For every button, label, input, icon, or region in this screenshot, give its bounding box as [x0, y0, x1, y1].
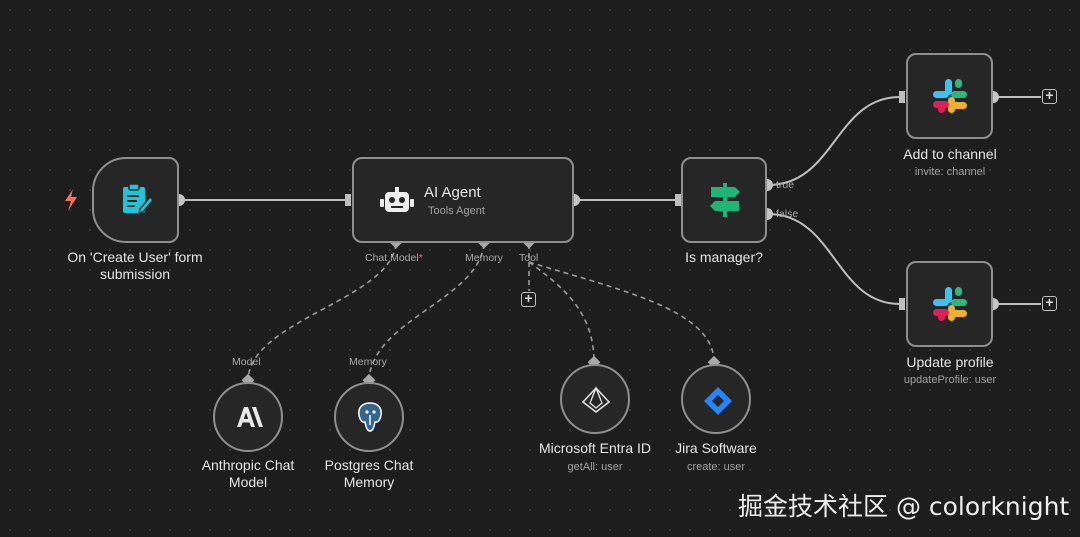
- connection-tool-entra[interactable]: [528, 261, 595, 363]
- jira-node-subtitle: create: user: [686, 461, 746, 473]
- slack-update-title: Update profile: [906, 354, 994, 370]
- false-branch-label: false: [776, 208, 799, 220]
- connection-model[interactable]: [247, 243, 397, 381]
- anthropic-port-label: Model: [232, 356, 261, 368]
- jira-software-node[interactable]: [681, 364, 751, 434]
- postgres-port-label: Memory: [349, 356, 387, 368]
- signpost-icon: [710, 183, 740, 217]
- robot-icon: [380, 187, 414, 212]
- entra-node-title: Microsoft Entra ID: [538, 440, 652, 456]
- jira-icon: [704, 387, 732, 415]
- entra-icon: [581, 386, 611, 414]
- switch-node-title: Is manager?: [685, 249, 763, 265]
- slack-icon: [933, 79, 967, 113]
- input-port-slack-update[interactable]: [899, 298, 905, 310]
- slack-update-subtitle: updateProfile: user: [903, 374, 997, 386]
- input-port-switch[interactable]: [675, 194, 681, 206]
- entra-node-subtitle: getAll: user: [567, 461, 623, 473]
- slack-add-to-channel-node[interactable]: [906, 53, 993, 139]
- lightning-bolt-icon: [65, 189, 77, 211]
- postgres-node-title: Postgres Chat Memory: [324, 457, 414, 490]
- slack-add-title: Add to channel: [903, 146, 997, 162]
- form-trigger-node[interactable]: [92, 157, 179, 243]
- postgres-chat-memory-node[interactable]: [334, 382, 404, 452]
- anthropic-node-title: Anthropic Chat Model: [201, 457, 295, 490]
- slack-update-profile-node[interactable]: [906, 261, 993, 347]
- add-tool-button[interactable]: +: [521, 291, 536, 307]
- postgres-icon: [358, 402, 382, 432]
- connection-true-slack-add[interactable]: [767, 96, 901, 186]
- input-port-slack-add[interactable]: [899, 91, 905, 103]
- jira-node-title: Jira Software: [675, 440, 757, 456]
- microsoft-entra-id-node[interactable]: [560, 364, 630, 434]
- connection-memory[interactable]: [368, 243, 485, 381]
- true-branch-label: true: [776, 179, 795, 191]
- tool-port-label: Tool: [519, 252, 539, 264]
- anthropic-icon: [237, 407, 263, 427]
- memory-port-label: Memory: [465, 252, 503, 264]
- add-after-slack-update-button[interactable]: +: [1042, 295, 1057, 311]
- watermark: 掘金技术社区 @ colorknight: [738, 492, 1070, 521]
- ai-agent-title: AI Agent: [424, 184, 481, 201]
- add-after-slack-add-button[interactable]: +: [1042, 88, 1057, 104]
- connection-false-slack-update[interactable]: [767, 213, 901, 305]
- connection-tool-jira[interactable]: [528, 261, 715, 363]
- is-manager-switch-node[interactable]: [681, 157, 767, 243]
- slack-add-subtitle: invite: channel: [914, 166, 986, 178]
- slack-icon: [933, 287, 967, 321]
- input-port-agent[interactable]: [345, 194, 351, 206]
- anthropic-chat-model-node[interactable]: [213, 382, 283, 452]
- trigger-node-title: On 'Create User' form submission: [67, 249, 203, 282]
- ai-agent-subtitle: Tools Agent: [428, 205, 485, 217]
- ai-agent-node[interactable]: AI Agent Tools Agent: [352, 157, 574, 243]
- chat-model-port-label: Chat Model*: [365, 252, 423, 264]
- form-icon: [123, 183, 154, 215]
